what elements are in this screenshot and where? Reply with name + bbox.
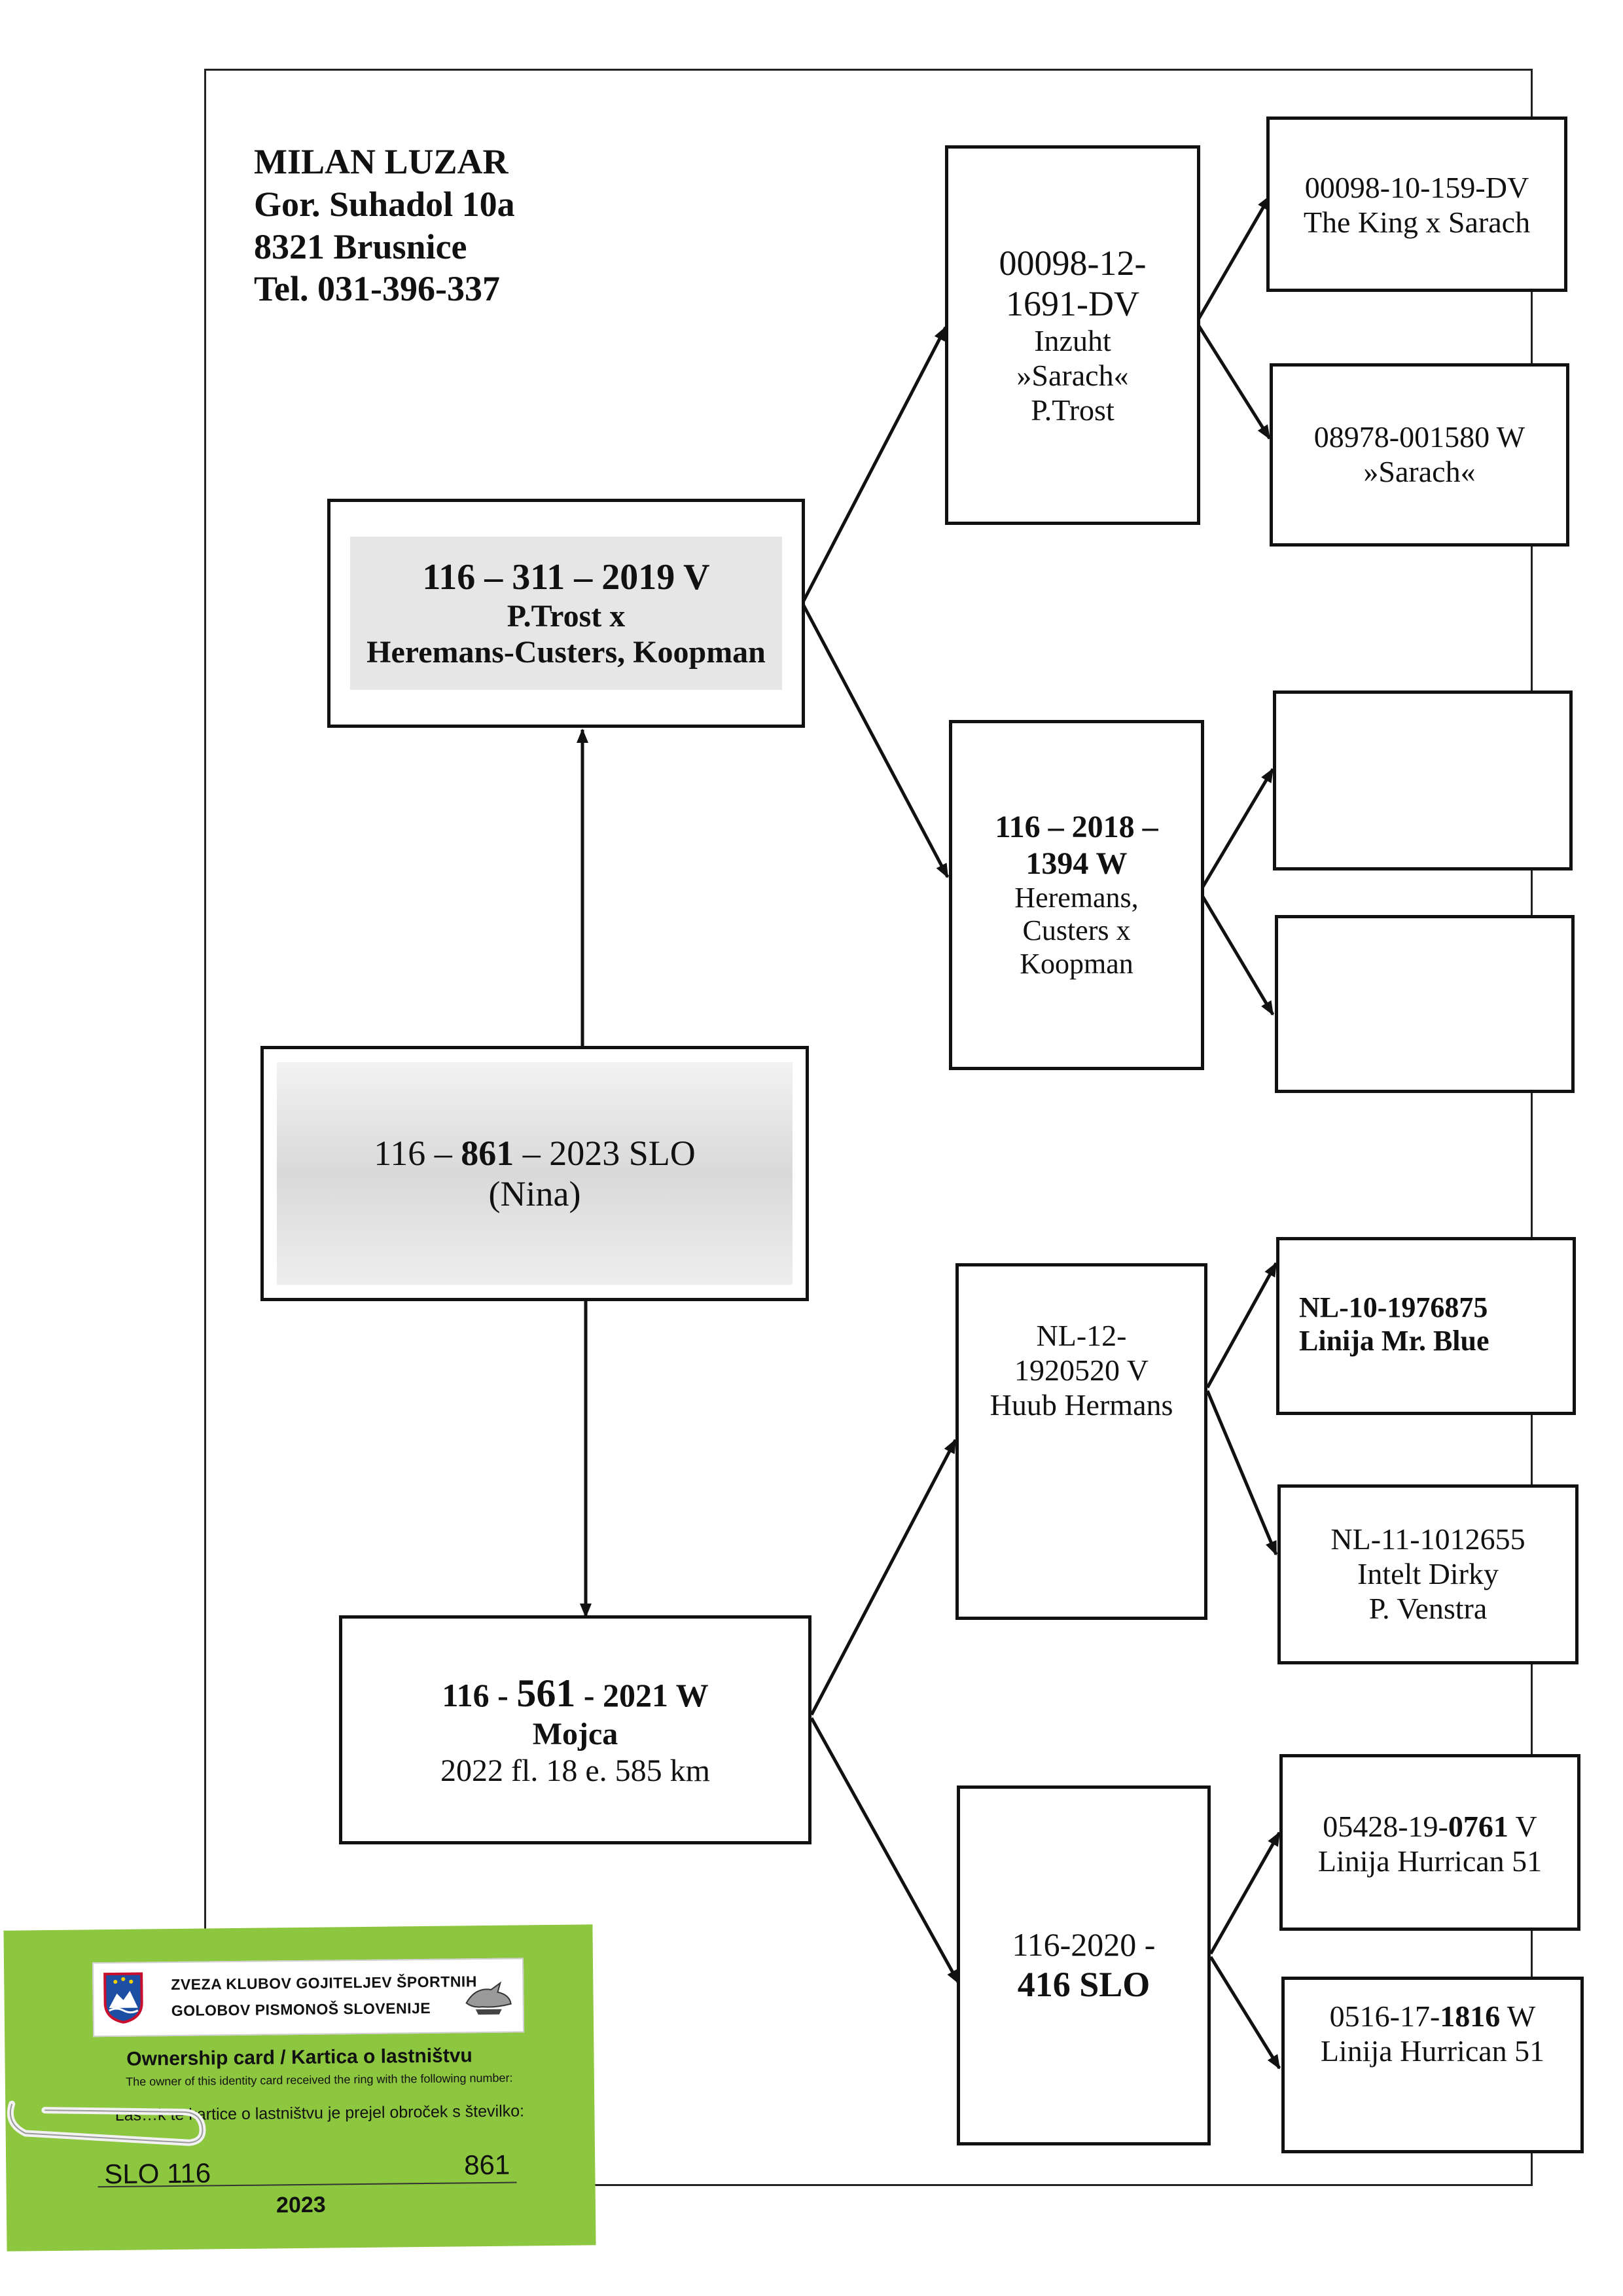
subject-ring-number: 861	[461, 1133, 514, 1173]
sire-dam-box: 116 – 2018 – 1394 W Heremans, Custers x …	[949, 720, 1204, 1070]
card-registry: SLO 116	[104, 2157, 211, 2190]
connector-sd-dam	[1199, 892, 1275, 1016]
connector-ds-sire	[1205, 1262, 1278, 1389]
dam-sire-line2: 1920520 V	[1014, 1353, 1149, 1387]
owner-address: MILAN LUZAR Gor. Suhadol 10a 8321 Brusni…	[254, 141, 515, 310]
dd-sire-ring-c: V	[1508, 1810, 1537, 1843]
owner-phone: Tel. 031-396-337	[254, 269, 500, 309]
dd-dam-box: 0516-17-1816 W Linija Hurrican 51	[1281, 1977, 1584, 2153]
dd-sire-box: 05428-19-0761 V Linija Hurrican 51	[1279, 1754, 1580, 1931]
dam-dam-box: 116-2020 - 416 SLO	[957, 1785, 1211, 2145]
dam-sire-line1: NL-12-	[1036, 1319, 1127, 1352]
ss-sire-box: 00098-10-159-DV The King x Sarach	[1266, 117, 1567, 292]
subject-ring-prefix: 116 –	[374, 1133, 461, 1173]
sd-sire-box	[1273, 691, 1573, 870]
dd-sire-ring-a: 05428-19-	[1323, 1810, 1448, 1843]
sire-dam-line5: Koopman	[1020, 947, 1133, 980]
dd-dam-ring-number: 1816	[1440, 2000, 1501, 2033]
dd-dam-ring-c: W	[1500, 2000, 1536, 2033]
ss-dam-line2: »Sarach«	[1363, 455, 1476, 488]
owner-city: 8321 Brusnice	[254, 226, 467, 266]
sire-ring: 116 – 311 – 2019 V	[422, 556, 710, 598]
connector-ss-sire	[1196, 195, 1272, 322]
sire-sire-line4: »Sarach«	[1016, 358, 1129, 392]
ds-dam-line2: Intelt Dirky	[1357, 1557, 1499, 1591]
card-header	[92, 1958, 525, 2037]
dam-name: Mojca	[532, 1717, 618, 1752]
owner-name: MILAN LUZAR	[254, 142, 508, 181]
connector-dd-dam	[1209, 1956, 1281, 2070]
ds-sire-line1: NL-10-1976875	[1299, 1291, 1488, 1323]
ds-dam-box: NL-11-1012655 Intelt Dirky P. Venstra	[1277, 1484, 1578, 1664]
dd-dam-ring-a: 0516-17-	[1329, 2000, 1440, 2033]
sire-sire-box: 00098-12- 1691-DV Inzuht »Sarach« P.Tros…	[945, 145, 1200, 525]
sire-box: 116 – 311 – 2019 V P.Trost x Heremans-Cu…	[327, 499, 805, 728]
ss-sire-line1: 00098-10-159-DV	[1304, 171, 1529, 204]
connector-dd-sire	[1209, 1831, 1281, 1955]
connector-sire-sire	[802, 326, 948, 602]
card-org-line2: GOLOBOV PISMONOŠ SLOVENIJE	[171, 1999, 431, 2020]
ss-dam-line1: 08978-001580 W	[1313, 420, 1525, 454]
sire-line2: P.Trost x	[507, 599, 626, 634]
dam-box: 116 - 561 - 2021 W Mojca 2022 fl. 18 e. …	[339, 1615, 812, 1844]
subject-ring-suffix: – 2023 SLO	[514, 1133, 696, 1173]
connector-ds-dam	[1205, 1390, 1278, 1556]
connector-sd-sire	[1199, 768, 1275, 891]
connector-ss-dam	[1196, 323, 1272, 440]
dam-ring-number: 561	[516, 1672, 576, 1715]
card-org-line1: ZVEZA KLUBOV GOJITELJEV ŠPORTNIH	[171, 1973, 477, 1994]
paper-clip-icon	[7, 2100, 206, 2146]
ss-dam-box: 08978-001580 W »Sarach«	[1270, 363, 1569, 547]
sire-dam-line1: 116 – 2018 –	[995, 810, 1158, 845]
dam-ring-b: - 2021 W	[575, 1677, 709, 1714]
sd-dam-box	[1275, 915, 1575, 1093]
dam-sire-box: NL-12- 1920520 V Huub Hermans	[955, 1263, 1207, 1620]
dam-dam-line1: 116-2020 -	[1012, 1926, 1156, 1964]
subject-box: 116 – 861 – 2023 SLO (Nina)	[260, 1046, 809, 1301]
sire-sire-line1: 00098-12-	[999, 243, 1147, 283]
subject-name: (Nina)	[488, 1174, 581, 1213]
connector-dam-sire	[810, 1439, 957, 1716]
ds-sire-box: NL-10-1976875 Linija Mr. Blue	[1276, 1237, 1576, 1415]
card-year: 2023	[276, 2192, 326, 2218]
dam-ring-a: 116 -	[442, 1677, 517, 1714]
connector-sire-dam	[802, 604, 950, 878]
sire-sire-line2: 1691-DV	[1006, 283, 1139, 323]
owner-street: Gor. Suhadol 10a	[254, 184, 515, 224]
ds-dam-line1: NL-11-1012655	[1330, 1522, 1525, 1556]
dd-sire-ring-number: 0761	[1448, 1810, 1508, 1843]
card-title: Ownership card / Kartica o lastništvu	[126, 2045, 473, 2070]
sire-dam-line2: 1394 W	[1026, 846, 1128, 881]
ds-dam-line3: P. Venstra	[1368, 1591, 1488, 1625]
ss-sire-line2: The King x Sarach	[1303, 205, 1531, 239]
sire-line3: Heremans-Custers, Koopman	[366, 635, 766, 670]
sire-sire-line3: Inzuht	[1034, 323, 1111, 357]
dam-sire-line3: Huub Hermans	[990, 1388, 1173, 1422]
pigeon-logo-icon	[465, 1981, 512, 2015]
pedigree-frame	[204, 69, 1533, 2186]
dam-dam-line2: 416 SLO	[1017, 1964, 1150, 2004]
slovenia-coat-of-arms-icon	[103, 1972, 143, 2024]
sire-sire-line5: P.Trost	[1031, 393, 1115, 427]
dam-result: 2022 fl. 18 e. 585 km	[440, 1753, 710, 1788]
ds-sire-line2: Linija Mr. Blue	[1299, 1324, 1489, 1357]
sire-dam-line4: Custers x	[1022, 914, 1131, 947]
sire-dam-line3: Heremans,	[1014, 881, 1139, 914]
dd-dam-line2: Linija Hurrican 51	[1320, 2034, 1545, 2068]
ownership-card: ZVEZA KLUBOV GOJITELJEV ŠPORTNIH GOLOBOV…	[3, 1924, 596, 2251]
connector-dam-dam	[810, 1717, 961, 1984]
card-ring-number: 861	[463, 2149, 510, 2181]
dd-sire-line2: Linija Hurrican 51	[1317, 1844, 1543, 1878]
